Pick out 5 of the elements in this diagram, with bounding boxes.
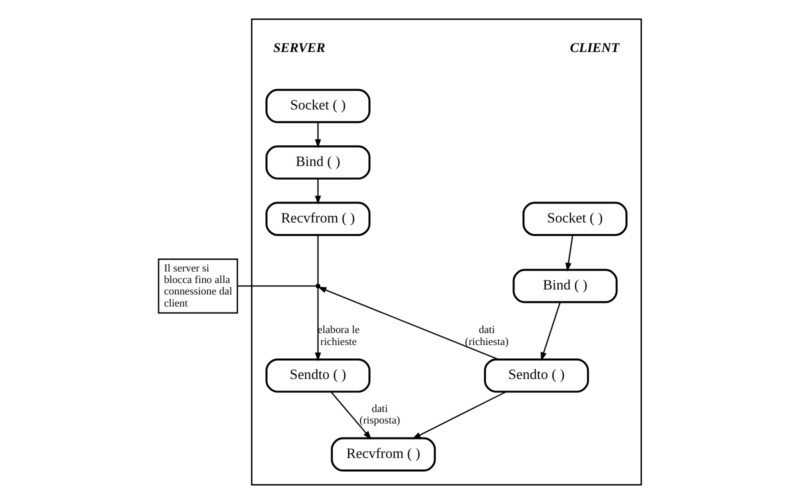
edge-label: dati (richiesta)	[465, 324, 509, 348]
edge-label: dati (risposta)	[359, 402, 400, 427]
label: CLIENT	[570, 40, 620, 55]
label: SERVER	[273, 40, 326, 55]
edge-label: elabora le richieste	[318, 324, 360, 348]
